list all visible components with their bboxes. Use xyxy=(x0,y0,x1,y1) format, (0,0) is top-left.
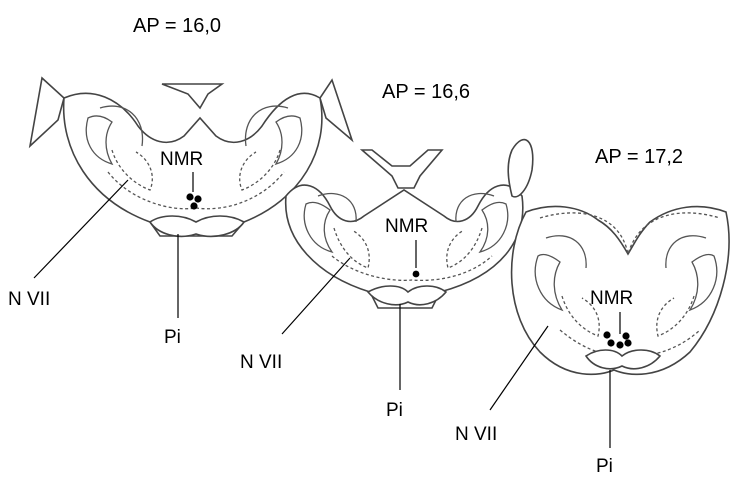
nvii-label-section-2: N VII xyxy=(240,352,282,373)
nvii-label-section-3: N VII xyxy=(455,424,497,445)
nmr-label-section-1: NMR xyxy=(160,149,203,170)
nvii-leader-section-1 xyxy=(34,180,128,278)
lesion-dot-section-3 xyxy=(616,341,623,348)
lesion-dot-section-3 xyxy=(622,332,629,339)
ap-label-section-2: AP = 16,6 xyxy=(382,81,470,103)
section-2-right-flap xyxy=(508,140,533,197)
section-ap-16-0: AP = 16,0 NMR N VII Pi xyxy=(8,15,352,348)
nmr-label-section-2: NMR xyxy=(385,216,428,237)
lesion-dot-section-1 xyxy=(186,193,193,200)
lesion-dot-section-3 xyxy=(624,339,631,346)
ap-label-section-1: AP = 16,0 xyxy=(133,15,221,37)
pi-label-section-1: Pi xyxy=(164,327,181,348)
pi-label-section-2: Pi xyxy=(386,400,403,421)
section-1-right-flap xyxy=(320,80,352,140)
nvii-leader-section-3 xyxy=(490,326,548,410)
lesion-dot-section-3 xyxy=(607,339,614,346)
nmr-label-section-3: NMR xyxy=(590,288,633,309)
lesion-dot-section-2 xyxy=(413,271,420,278)
section-1-left-flap xyxy=(30,78,64,146)
lesion-dot-section-1 xyxy=(190,202,197,209)
section-1-ventricle xyxy=(162,84,222,108)
ap-label-section-3: AP = 17,2 xyxy=(595,146,683,168)
nvii-label-section-1: N VII xyxy=(8,289,50,310)
lesion-dot-section-3 xyxy=(603,331,610,338)
nvii-leader-section-2 xyxy=(282,258,350,334)
lesion-dot-section-1 xyxy=(194,195,201,202)
pi-label-section-3: Pi xyxy=(596,456,613,477)
section-2-ventricle xyxy=(362,150,442,188)
